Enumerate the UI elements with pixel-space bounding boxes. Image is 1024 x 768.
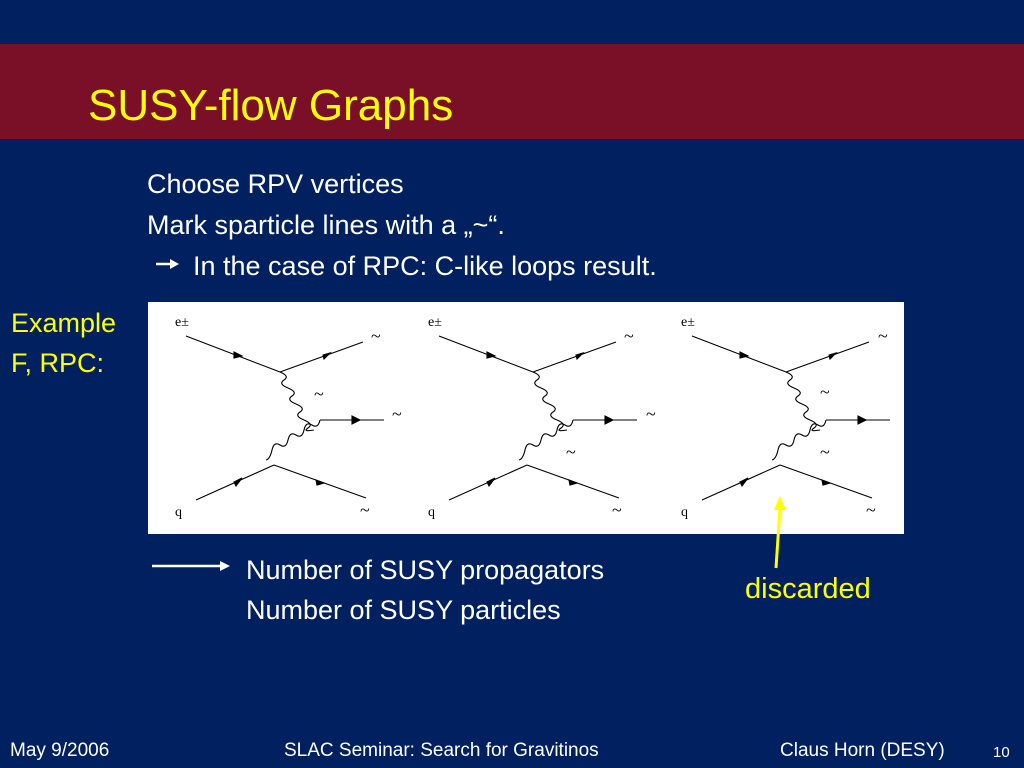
- discarded-label: discarded: [745, 573, 871, 605]
- footer-author: Claus Horn (DESY): [780, 740, 945, 761]
- tilde-mark: ~: [612, 500, 622, 520]
- slide-title: SUSY-flow Graphs: [88, 81, 454, 130]
- bullet-mark-sparticle: Mark sparticle lines with a „~“.: [147, 210, 505, 240]
- feynman-diagram-panel: e± q e± q e± q ~ ~ ~ ~ ~ ~ ~ ~ ~ ~ ~ ~: [148, 302, 904, 534]
- tilde-mark: ~: [360, 500, 370, 520]
- feynman-diagrams: e± q e± q e± q ~ ~ ~ ~ ~ ~ ~ ~ ~ ~ ~ ~: [175, 315, 891, 520]
- tilde-mark: ~: [878, 326, 888, 346]
- tilde-mark: ~: [371, 326, 381, 346]
- quark-label: q: [681, 505, 688, 520]
- right-arrow-icon: [156, 259, 179, 269]
- up-arrow-icon: [774, 496, 786, 569]
- diagram-3: [691, 335, 891, 501]
- example-label: Example: [11, 308, 117, 338]
- diagram-2: [438, 335, 638, 501]
- quark-label: q: [175, 505, 182, 520]
- tilde-mark: ~: [646, 404, 656, 424]
- example-subtitle: F, RPC:: [11, 348, 105, 378]
- electron-label: e±: [428, 315, 442, 330]
- diagram-1: [185, 335, 385, 501]
- tilde-mark: ~: [624, 326, 634, 346]
- electron-label: e±: [681, 315, 695, 330]
- legend-susy-propagators: Number of SUSY propagators: [246, 555, 605, 585]
- tilde-mark: ~: [314, 384, 324, 404]
- quark-label: q: [428, 505, 435, 520]
- legend-susy-particles: Number of SUSY particles: [246, 595, 561, 625]
- tilde-mark: ~: [566, 442, 576, 462]
- tilde-mark: ~: [866, 500, 876, 520]
- bullet-choose-rpv: Choose RPV vertices: [147, 169, 404, 199]
- footer-talk-title: SLAC Seminar: Search for Gravitinos: [284, 740, 599, 761]
- footer-date: May 9/2006: [10, 740, 110, 761]
- electron-label: e±: [175, 315, 189, 330]
- bullet-rpc-loops: In the case of RPC: C-like loops result.: [193, 251, 657, 281]
- title-band: [0, 44, 1024, 139]
- long-arrow-icon: [152, 561, 230, 571]
- footer-page-number: 10: [993, 744, 1010, 761]
- tilde-mark: ~: [392, 404, 402, 424]
- tilde-mark: ~: [820, 442, 830, 462]
- tilde-mark: ~: [820, 382, 830, 402]
